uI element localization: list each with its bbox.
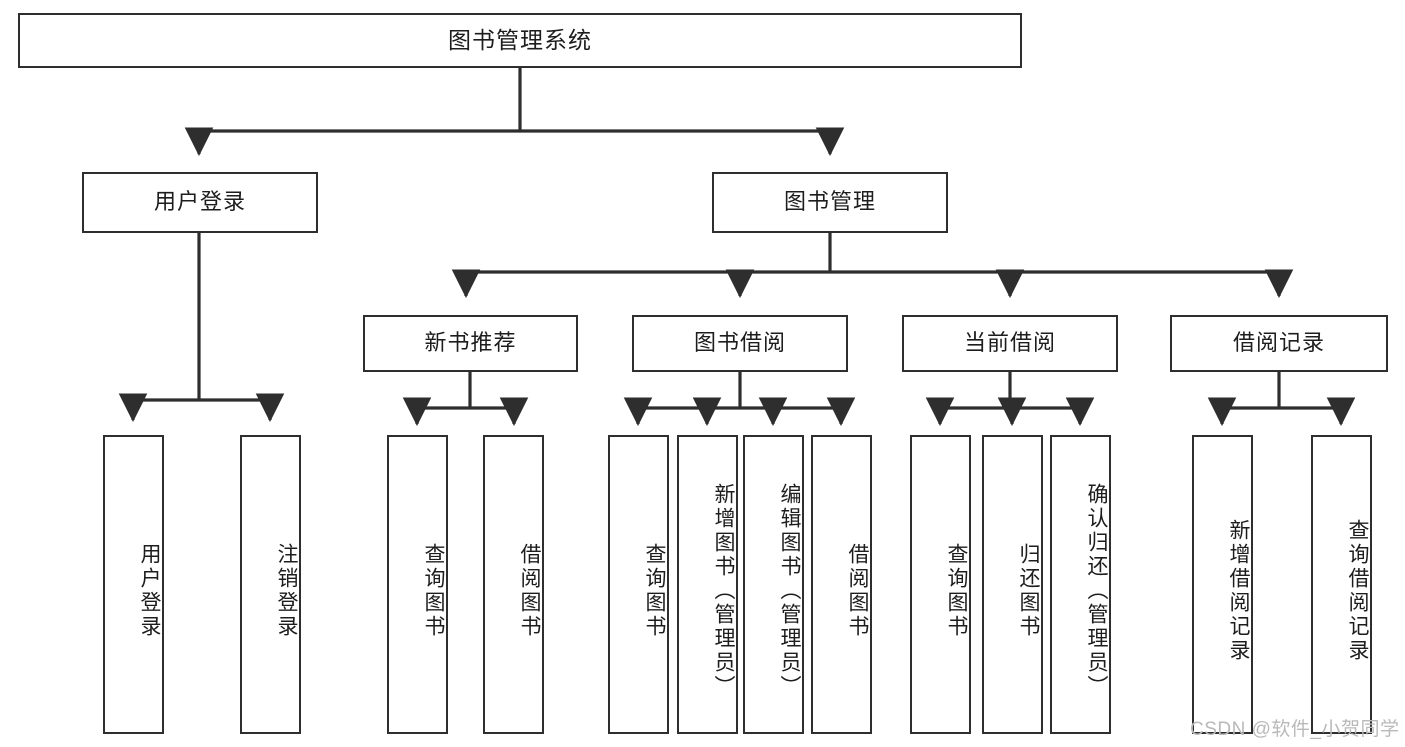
leaf-new-book-borrow-book[interactable]: 借阅图书 xyxy=(483,435,544,734)
node-label: 图书管理系统 xyxy=(448,26,592,53)
node-label: 查询图书 xyxy=(422,542,445,639)
node-current-borrow[interactable]: 当前借阅 xyxy=(902,315,1118,372)
node-label: 用户登录 xyxy=(138,542,161,639)
node-label: 确认归还（管理员） xyxy=(1085,482,1108,699)
leaf-user-login-logout[interactable]: 注销登录 xyxy=(240,435,301,734)
node-label: 图书借阅 xyxy=(693,330,786,356)
node-book-borrow[interactable]: 图书借阅 xyxy=(632,315,848,372)
leaf-borrow-record-query-record[interactable]: 查询借阅记录 xyxy=(1311,435,1372,734)
leaf-new-book-query-book[interactable]: 查询图书 xyxy=(387,435,448,734)
csdn-watermark: CSDN @软件_小贺同学 xyxy=(1190,719,1400,740)
node-root-book-management-system[interactable]: 图书管理系统 xyxy=(18,13,1022,68)
node-label: 借阅图书 xyxy=(846,542,869,639)
node-label: 注销登录 xyxy=(275,542,298,639)
node-book-management[interactable]: 图书管理 xyxy=(712,172,948,233)
node-label: 编辑图书（管理员） xyxy=(778,482,801,699)
node-label: 查询图书 xyxy=(643,542,666,639)
leaf-current-borrow-confirm-return-admin[interactable]: 确认归还（管理员） xyxy=(1050,435,1111,734)
node-label: 新增借阅记录 xyxy=(1227,518,1250,663)
leaf-current-borrow-return-book[interactable]: 归还图书 xyxy=(982,435,1043,734)
leaf-book-borrow-edit-book-admin[interactable]: 编辑图书（管理员） xyxy=(743,435,804,734)
leaf-current-borrow-query-book[interactable]: 查询图书 xyxy=(910,435,971,734)
node-label: 借阅图书 xyxy=(518,542,541,639)
node-label: 当前借阅 xyxy=(963,330,1056,356)
leaf-book-borrow-query-book[interactable]: 查询图书 xyxy=(608,435,669,734)
node-label: 图书管理 xyxy=(783,189,876,215)
node-borrow-record[interactable]: 借阅记录 xyxy=(1170,315,1388,372)
node-label: 借阅记录 xyxy=(1232,330,1325,356)
node-label: 归还图书 xyxy=(1017,542,1040,639)
leaf-book-borrow-add-book-admin[interactable]: 新增图书（管理员） xyxy=(677,435,738,734)
leaf-borrow-record-add-record[interactable]: 新增借阅记录 xyxy=(1192,435,1253,734)
node-user-login[interactable]: 用户登录 xyxy=(82,172,318,233)
node-new-book-recommendation[interactable]: 新书推荐 xyxy=(363,315,578,372)
node-label: 新增图书（管理员） xyxy=(712,482,735,699)
node-label: 新书推荐 xyxy=(424,330,517,356)
node-label: 查询借阅记录 xyxy=(1346,518,1369,663)
node-label: 查询图书 xyxy=(945,542,968,639)
leaf-book-borrow-borrow-book[interactable]: 借阅图书 xyxy=(811,435,872,734)
leaf-user-login-login[interactable]: 用户登录 xyxy=(103,435,164,734)
node-label: 用户登录 xyxy=(153,189,246,215)
